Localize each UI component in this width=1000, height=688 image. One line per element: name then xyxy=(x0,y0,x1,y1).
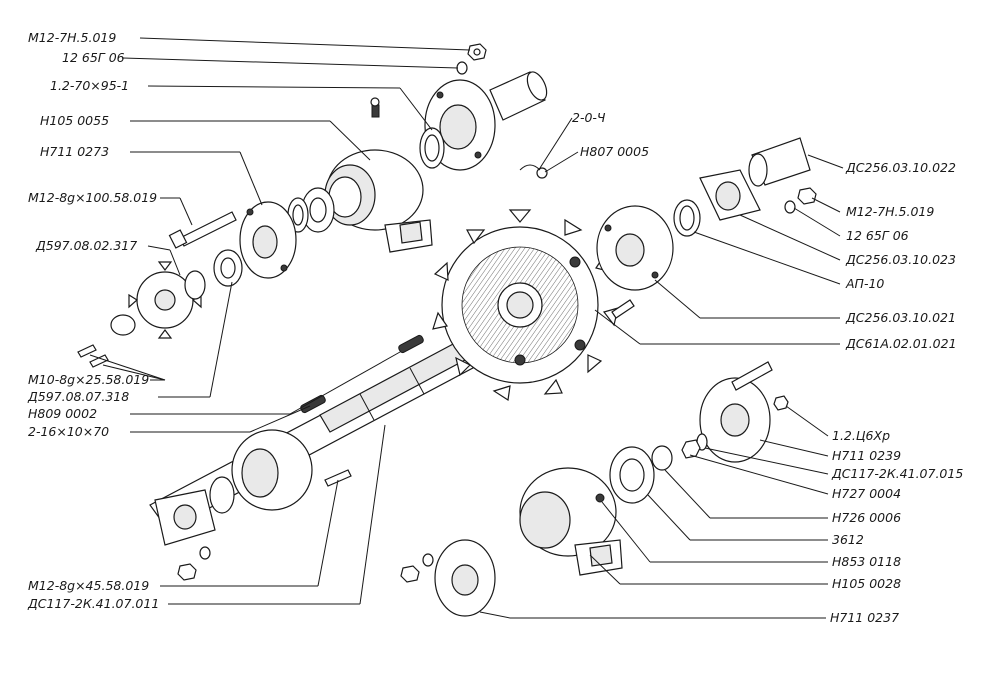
label-n711-0239: Н711 0239 xyxy=(832,448,901,463)
lock-nut-0004 xyxy=(681,439,701,459)
label-12-65g-06-b: 12 65Г 06 xyxy=(846,228,909,243)
label-ds256-03-10-022: ДС256.03.10.022 xyxy=(845,160,956,175)
label-n853-0118: Н853 0118 xyxy=(832,554,901,569)
label-2-16x10x70: 2-16×10×70 xyxy=(28,424,109,439)
small-bolts xyxy=(77,344,109,368)
seal-ring-70x95 xyxy=(419,127,445,169)
label-d597-08-07-318: Д597.08.07.318 xyxy=(27,389,129,404)
lower-right-disc-0239 xyxy=(699,377,771,463)
large-sprocket xyxy=(432,209,619,402)
grease-nipple-top xyxy=(370,97,380,118)
lower-right-cover-0237 xyxy=(434,539,496,617)
lower-right-housing xyxy=(519,467,623,576)
lower-left-washer xyxy=(199,546,211,560)
label-n726-0006: Н726 0006 xyxy=(832,510,901,525)
label-2-0-ch: 2-0-Ч xyxy=(572,110,606,125)
upper-bearing-housing xyxy=(324,149,433,253)
upper-nut xyxy=(467,43,487,61)
right-washer xyxy=(784,200,796,214)
label-m12-8g-45-58-019: М12-8g×45.58.019 xyxy=(28,578,149,593)
label-3612: 3612 xyxy=(832,532,864,547)
upper-cover-flange xyxy=(239,201,297,279)
label-ring-1-2-70x95-1: 1.2-70×95-1 xyxy=(50,78,129,93)
label-n807-0005: Н807 0005 xyxy=(580,144,649,159)
label-ds117-2k-41-07-011: ДС117-2К.41.07.011 xyxy=(27,596,159,611)
small-sprocket xyxy=(128,261,202,339)
bearing-3612 xyxy=(609,446,655,504)
lower-right-long-bolt xyxy=(731,361,773,391)
label-ds117-2k-41-07-015: ДС117-2К.41.07.015 xyxy=(831,466,963,481)
label-ds61a-02-01-021: ДС61А.02.01.021 xyxy=(845,336,957,351)
label-m12-7n-5-019-b: М12-7Н.5.019 xyxy=(846,204,934,219)
label-d597-08-02-317: Д597.08.02.317 xyxy=(35,238,137,253)
lower-left-housing xyxy=(231,429,313,511)
label-m12-8g-100-58-019: М12-8g×100.58.019 xyxy=(28,190,157,205)
shaft-key-upper xyxy=(398,334,424,354)
label-12-65g-06-a: 12 65Г 06 xyxy=(62,50,125,65)
small-sprocket-hub xyxy=(184,270,206,300)
pin-1-2-ts6 xyxy=(773,395,789,411)
label-ds256-03-10-023: ДС256.03.10.023 xyxy=(845,252,956,267)
grease-cap xyxy=(519,164,548,179)
lock-plate xyxy=(110,314,136,336)
washer-0006 xyxy=(651,445,673,471)
label-n105-0055: Н105 0055 xyxy=(40,113,109,128)
lower-left-seal xyxy=(209,476,235,514)
disc-021 xyxy=(596,205,674,291)
stud-45 xyxy=(324,469,352,487)
leader-lines xyxy=(89,37,844,619)
upper-bearing xyxy=(301,187,335,233)
label-n711-0237: Н711 0237 xyxy=(830,610,899,625)
lower-right-nut xyxy=(400,565,420,583)
label-n105-0028: Н105 0028 xyxy=(832,576,901,591)
ring-ap10 xyxy=(673,199,701,237)
lower-right-washer xyxy=(422,553,434,567)
label-ds256-03-10-021: ДС256.03.10.021 xyxy=(845,310,956,325)
right-nut xyxy=(797,187,817,205)
spacer-bushing xyxy=(213,249,243,287)
upper-shaft-bushing xyxy=(489,71,548,121)
right-flange-023 xyxy=(699,169,761,221)
label-n727-0004: Н727 0004 xyxy=(832,486,901,501)
label-n711-0273: Н711 0273 xyxy=(40,144,109,159)
upper-washer xyxy=(456,61,468,75)
right-bushing-022 xyxy=(748,137,811,187)
label-1-2-ts6-khr: 1.2.Ц6Хр xyxy=(832,428,890,443)
label-n809-0002: Н809 0002 xyxy=(28,406,97,421)
lower-left-nut xyxy=(177,563,197,581)
short-bolt xyxy=(611,299,635,319)
part-labels: М12-7Н.5.019 12 65Г 06 1.2-70×95-1 Н105 … xyxy=(27,30,963,625)
label-m10-8g-25-58-019: М10-8g×25.58.019 xyxy=(28,372,149,387)
label-m12-7n-5-019-a: М12-7Н.5.019 xyxy=(28,30,116,45)
label-ap-10: АП-10 xyxy=(845,276,884,291)
shaft-key-lower xyxy=(300,394,326,414)
long-bolt-upper xyxy=(168,211,237,249)
grease-nipple-lower xyxy=(595,493,605,503)
lower-left-flange xyxy=(154,489,216,546)
